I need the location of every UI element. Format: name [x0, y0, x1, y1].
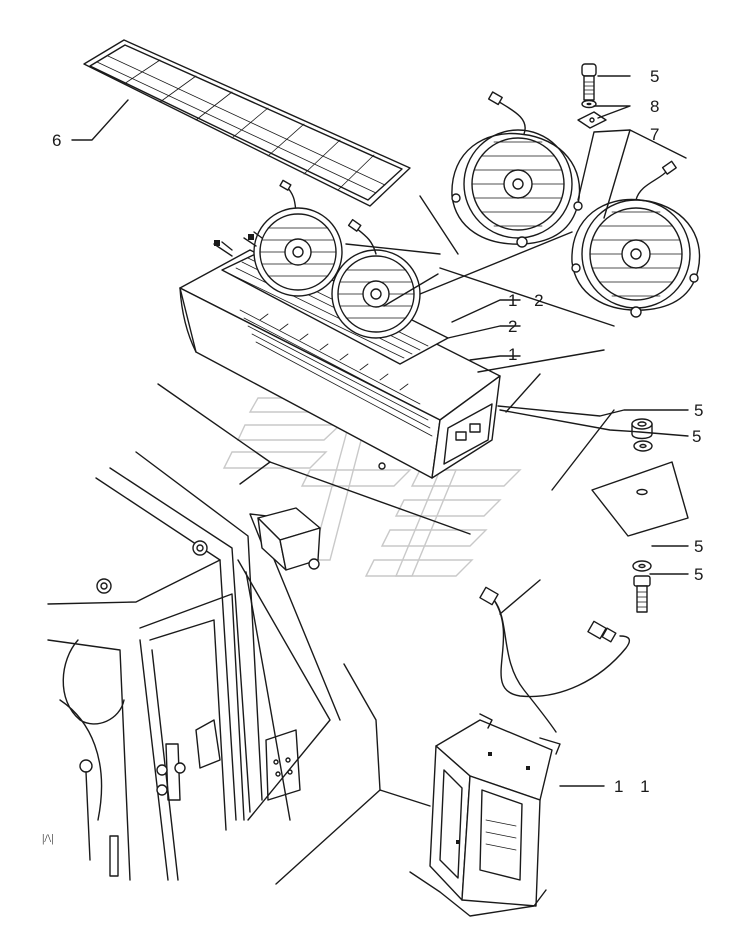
callout-5-bolt: 5	[694, 565, 709, 584]
spare-fan-upper	[451, 91, 583, 248]
callout-5-washer: 5	[692, 427, 707, 446]
housing-fan-right	[331, 218, 421, 339]
leader-lines	[71, 75, 689, 885]
callout-5-lower-washer: 5	[694, 537, 709, 556]
callout-6: 6	[52, 131, 67, 150]
callout-5-nut: 5	[694, 401, 709, 420]
callout-labels: 6 5 8 7 1 2 2 1 5 5 5 5 1 1	[52, 67, 709, 796]
wiring-harness	[479, 586, 631, 733]
cab-small	[409, 713, 561, 917]
cab-ac-box	[257, 507, 321, 571]
callout-11: 1 1	[614, 777, 656, 796]
bolt-upper	[577, 63, 607, 129]
callout-7: 7	[650, 125, 665, 144]
callout-1: 1	[508, 345, 523, 364]
callout-2: 2	[508, 317, 523, 336]
housing-fan-left	[253, 207, 343, 297]
callout-5-upper: 5	[650, 67, 665, 86]
watermark-logo	[222, 397, 522, 577]
callout-8: 8	[650, 97, 665, 116]
cab-side-panel	[265, 729, 301, 801]
cab-large: |/\|	[42, 451, 341, 881]
spare-fan-lower	[571, 160, 701, 318]
callout-12: 1 2	[508, 291, 550, 310]
nut-washer-set	[591, 418, 689, 613]
svg-text:|/\|: |/\|	[42, 831, 53, 845]
housing-fittings	[213, 231, 263, 257]
solar-panel	[83, 39, 411, 241]
